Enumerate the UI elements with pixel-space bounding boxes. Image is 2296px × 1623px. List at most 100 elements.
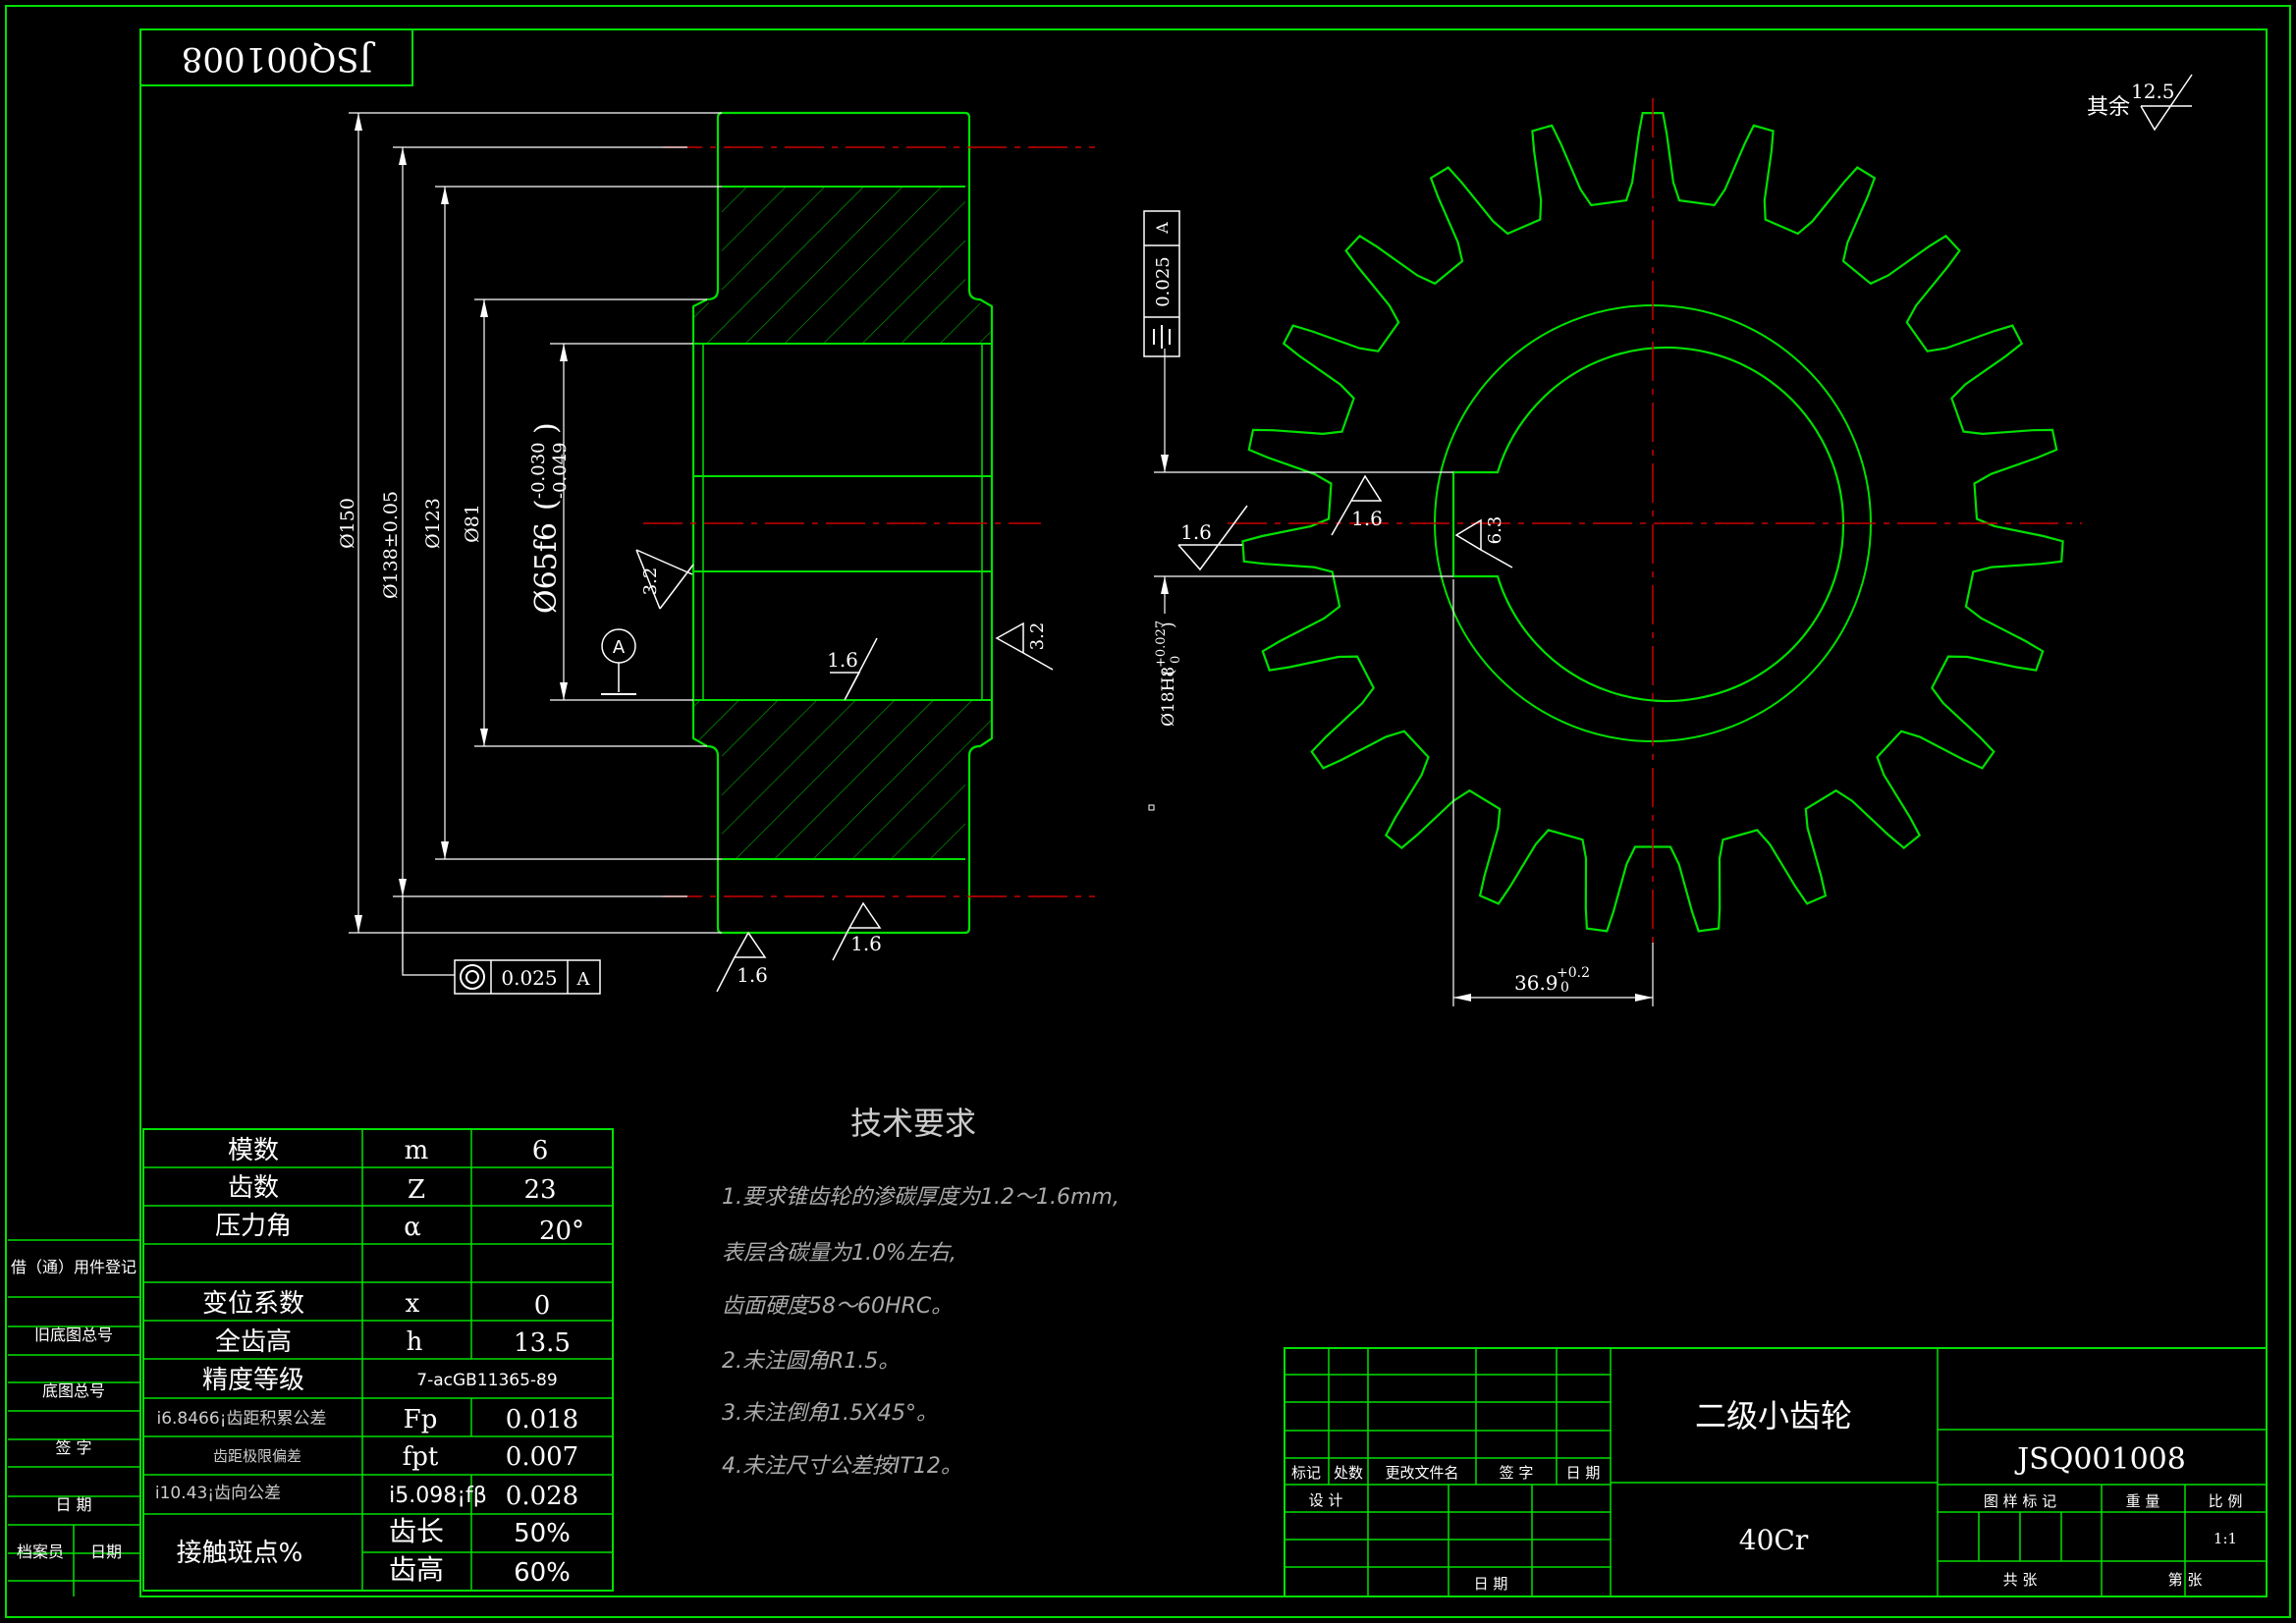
- hatch-top: [693, 187, 992, 344]
- param-symbol: i5.098¡fβ: [389, 1484, 487, 1508]
- outer-frame: [5, 5, 2291, 1618]
- roughness-icon: [830, 637, 878, 701]
- total-sheets-label: 共 张: [2003, 1571, 2038, 1589]
- param-name: 齿数: [228, 1173, 279, 1203]
- param-name: i10.43¡齿向公差: [155, 1484, 281, 1503]
- keyway-depth: 36.9: [1514, 971, 1558, 995]
- scale-value: 1:1: [2214, 1530, 2237, 1547]
- roughness-3.2-left: 3.2: [635, 549, 694, 610]
- param-symbol: Z: [408, 1175, 425, 1205]
- tech-line: 齿面硬度58～60HRC。: [722, 1294, 953, 1319]
- depth-tol-lower: 0: [1560, 980, 1569, 996]
- hatch-bottom: [693, 700, 992, 859]
- roughness-icon: [1454, 518, 1513, 568]
- keyway-tol-upper: +0.027: [1154, 621, 1169, 668]
- side-label: 底图总号: [42, 1381, 105, 1400]
- section-outline: [691, 111, 994, 935]
- roughness-general-note: 其余 12.5: [2087, 74, 2193, 132]
- rev-header: 签 字: [1500, 1464, 1534, 1482]
- tech-line: 2.未注圆角R1.5。: [722, 1349, 900, 1374]
- param-symbol: α: [404, 1213, 421, 1242]
- side-label: 旧底图总号: [34, 1325, 113, 1344]
- param-value: 50%: [514, 1519, 571, 1548]
- gear-view: Ø18H8 ( +0.027 0 ) 0.025 A 1.6 1.6: [1143, 98, 2082, 1006]
- tech-requirements: 技术要求 1.要求锥齿轮的渗碳厚度为1.2～1.6mm, 表层含碳量为1.0%左…: [722, 1105, 1120, 1479]
- dim-d81: Ø81: [462, 504, 483, 543]
- svg-text:3.2: 3.2: [640, 568, 661, 596]
- side-label: 日期: [90, 1542, 122, 1561]
- svg-text:1.6: 1.6: [737, 963, 768, 987]
- rev-header: 标记: [1291, 1464, 1321, 1482]
- side-label: 借（通）用件登记: [11, 1258, 137, 1276]
- param-value: 13.5: [514, 1328, 571, 1358]
- svg-text:): ): [529, 422, 564, 434]
- svg-text:1.6: 1.6: [1351, 507, 1383, 530]
- roughness-prefix: 其余: [2087, 95, 2130, 120]
- param-value: 7-acGB11365-89: [416, 1371, 557, 1390]
- runout-datum: A: [576, 969, 591, 990]
- svg-text:): ): [1159, 622, 1178, 628]
- dim-d65-upper: -0.030: [528, 442, 549, 499]
- roughness-1.6-bottom-left: 1.6: [716, 931, 768, 993]
- side-label: 签 字: [55, 1438, 91, 1457]
- drawing-number-box: JSQ001008: [139, 28, 413, 86]
- param-table: 模数 m 6 齿数 Z 23 压力角 α 20° 变位系数 x 0 全齿高 h …: [142, 1128, 614, 1592]
- param-value: 60%: [514, 1558, 571, 1588]
- inner-frame: [139, 28, 2268, 1597]
- param-symbol: h: [407, 1327, 423, 1357]
- rev-header: 处数: [1334, 1464, 1363, 1482]
- tech-line: 4.未注尺寸公差按IT12。: [722, 1454, 962, 1479]
- param-symbol: 齿长: [389, 1515, 444, 1547]
- symmetry-value: 0.025: [1153, 256, 1174, 307]
- scale-label: 比 例: [2209, 1492, 2243, 1510]
- roughness-icon: [995, 622, 1054, 671]
- keyway-width: Ø18H8: [1159, 667, 1178, 727]
- side-label: 日 期: [55, 1495, 91, 1514]
- gear-outline: [1241, 112, 2064, 933]
- title-block: 标记 处数 更改文件名 签 字 日 期 设 计 日 期 图 样 标 记 重 量 …: [1284, 1347, 2268, 1597]
- depth-tol-upper: +0.2: [1557, 965, 1590, 981]
- param-value: 0.018: [506, 1405, 578, 1434]
- roughness-icon: [1177, 505, 1248, 571]
- symmetry-datum: A: [1153, 222, 1172, 235]
- param-name: 变位系数: [202, 1289, 304, 1319]
- symmetry-tolerance-frame: 0.025 A: [1143, 210, 1180, 357]
- stage-label: 图 样 标 记: [1984, 1492, 2056, 1510]
- runout-value: 0.025: [501, 966, 557, 990]
- tech-title: 技术要求: [850, 1105, 976, 1142]
- svg-text:1.6: 1.6: [1180, 520, 1212, 544]
- title-drawing-number: JSQ001008: [2014, 1442, 2186, 1477]
- roughness-icon: [635, 549, 694, 610]
- circular-runout-icon: [460, 964, 485, 990]
- keyway-tol-lower: 0: [1169, 656, 1183, 664]
- param-name: 齿距极限偏差: [213, 1447, 301, 1465]
- dim-d65: Ø65f6: [529, 522, 564, 614]
- roughness-1.6-mid: 1.6: [827, 637, 878, 701]
- drawing-number-rotated: JSQ001008: [182, 39, 376, 79]
- date-label: 日 期: [1474, 1575, 1508, 1593]
- param-symbol: Fp: [404, 1405, 438, 1434]
- dim-d138: Ø138±0.05: [380, 491, 402, 599]
- svg-text:(: (: [1159, 669, 1178, 676]
- design-label: 设 计: [1309, 1491, 1343, 1509]
- tech-line: 3.未注倒角1.5X45°。: [722, 1401, 938, 1426]
- rev-header: 更改文件名: [1385, 1464, 1458, 1482]
- param-symbol: fpt: [403, 1442, 439, 1472]
- runout-tolerance-frame: 0.025 A: [402, 896, 601, 995]
- param-value: 0.028: [506, 1482, 578, 1511]
- section-view: Ø150 Ø138±0.05 Ø123 Ø81 Ø65f6 ( -0.030 -…: [337, 111, 1095, 995]
- rev-header: 日 期: [1566, 1464, 1601, 1482]
- svg-text:1.6: 1.6: [850, 932, 882, 955]
- tech-line: 1.要求锥齿轮的渗碳厚度为1.2～1.6mm,: [722, 1185, 1120, 1210]
- weight-label: 重 量: [2126, 1492, 2160, 1510]
- side-label: 档案员: [17, 1542, 64, 1561]
- roughness-1.6-gear-mid: 1.6: [1331, 474, 1383, 536]
- keyway-depth-dim: 36.9 +0.2 0: [1514, 965, 1590, 996]
- part-name: 二级小齿轮: [1695, 1397, 1852, 1434]
- param-name: i6.8466¡齿距积累公差: [156, 1409, 326, 1429]
- roughness-6.3-keyway: 6.3: [1454, 516, 1513, 568]
- dim-d150: Ø150: [337, 498, 358, 549]
- svg-text:6.3: 6.3: [1485, 516, 1505, 545]
- param-value: 23: [523, 1175, 556, 1205]
- datum-a-label: A: [613, 637, 626, 658]
